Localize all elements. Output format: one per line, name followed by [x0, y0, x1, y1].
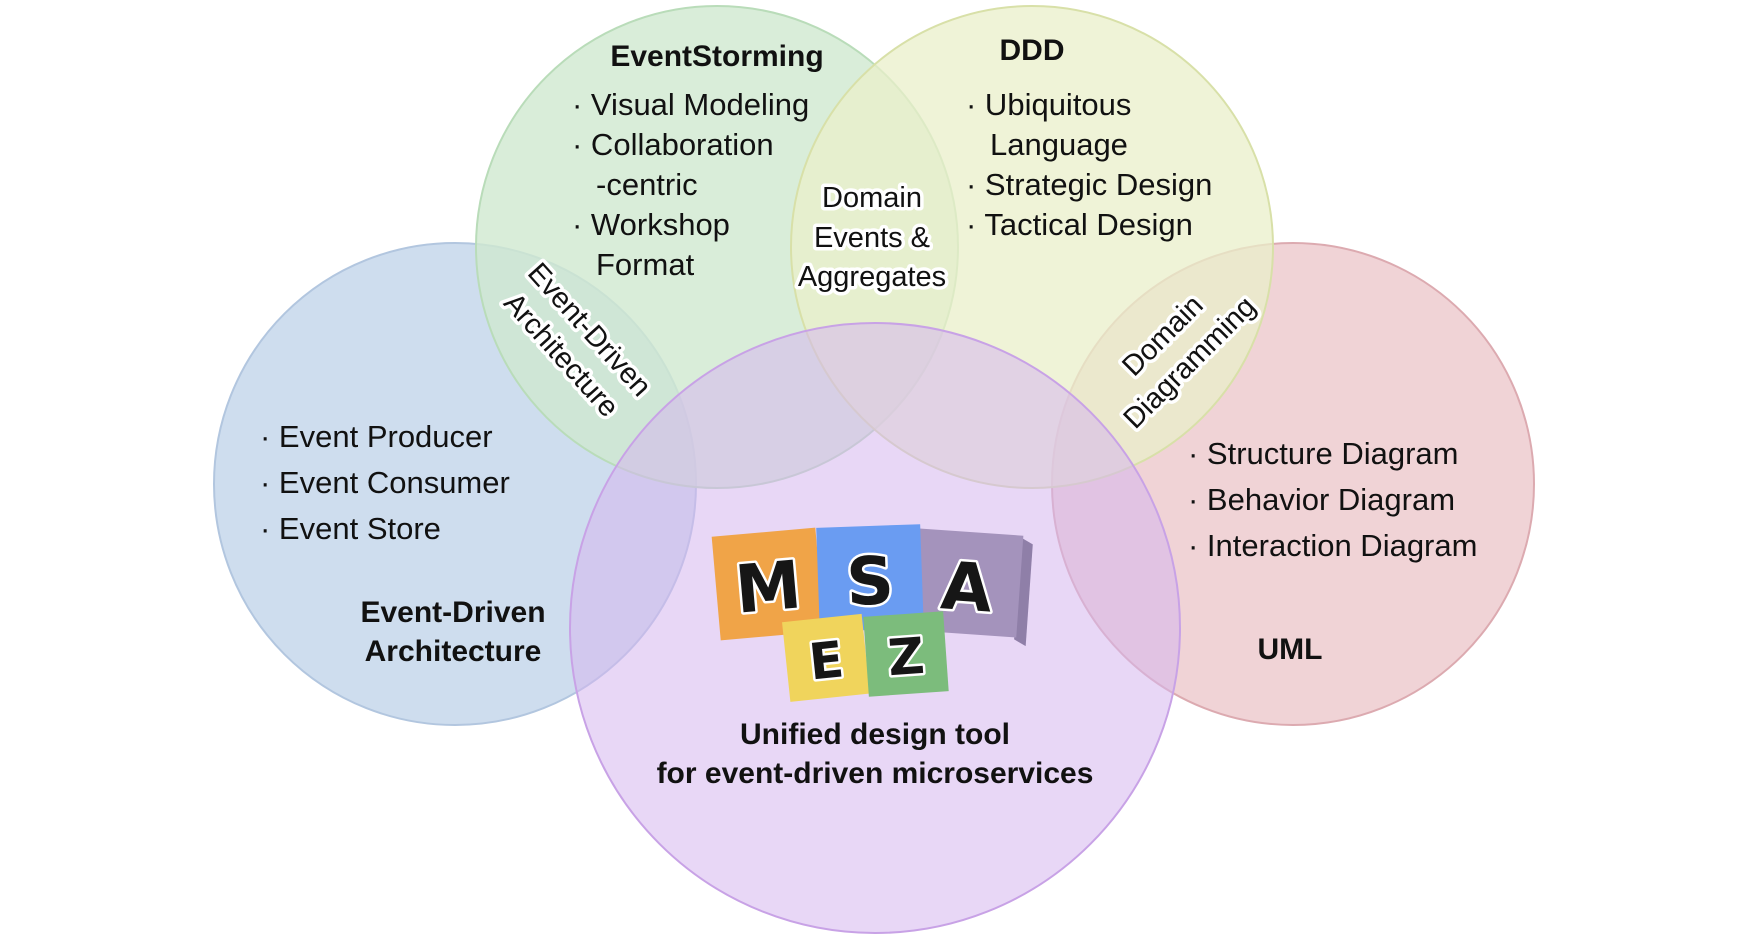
eventstorming-item: · Visual Modeling [572, 87, 809, 122]
eda-item: · Event Store [260, 511, 441, 546]
msaez-tagline: Unified design tool [740, 718, 1010, 751]
logo-letter-s: S [845, 542, 895, 621]
logo-letter-m: M [732, 546, 804, 628]
ddd-item: Language [990, 127, 1128, 162]
uml-item: · Behavior Diagram [1188, 482, 1455, 517]
logo-tile-z: Z [863, 611, 949, 697]
eventstorming-title: EventStorming [610, 40, 823, 73]
logo-letter-e: E [806, 630, 846, 691]
ddd-item: · Ubiquitous [966, 87, 1131, 122]
eventstorming-item: · Workshop [572, 207, 730, 242]
uml-item: · Interaction Diagram [1188, 528, 1477, 563]
eventstorming-item: -centric [596, 167, 698, 202]
uml-title: UML [1258, 633, 1323, 666]
overlap-label-line: Events & [814, 222, 930, 254]
eventstorming-item: Format [596, 247, 695, 282]
overlap-label-line: Domain [822, 182, 922, 214]
logo-tile-a: A [910, 528, 1033, 647]
eventstorming-item: · Collaboration [572, 127, 774, 162]
logo-letter-z: Z [886, 627, 926, 687]
eda-title: Event-Driven [360, 596, 545, 629]
overlap-label-line: Aggregates [798, 261, 946, 293]
msaez-tagline: for event-driven microservices [657, 757, 1094, 790]
logo-tile-s: S [816, 524, 924, 632]
logo-tile-e: E [782, 613, 870, 702]
ddd-title: DDD [1000, 34, 1065, 67]
uml-item: · Structure Diagram [1188, 436, 1458, 471]
eda-item: · Event Consumer [260, 465, 510, 500]
msaez-logo: M A S E Z [711, 524, 1033, 702]
overlap-label-domain-events-aggregates: Domain Events & Aggregates [794, 179, 949, 297]
eda-title: Architecture [365, 635, 542, 668]
logo-letter-a: A [938, 547, 994, 627]
ddd-item: · Strategic Design [966, 167, 1212, 202]
ddd-item: · Tactical Design [966, 207, 1193, 242]
eda-item: · Event Producer [260, 419, 493, 454]
logo-tile-m: M [711, 527, 825, 641]
